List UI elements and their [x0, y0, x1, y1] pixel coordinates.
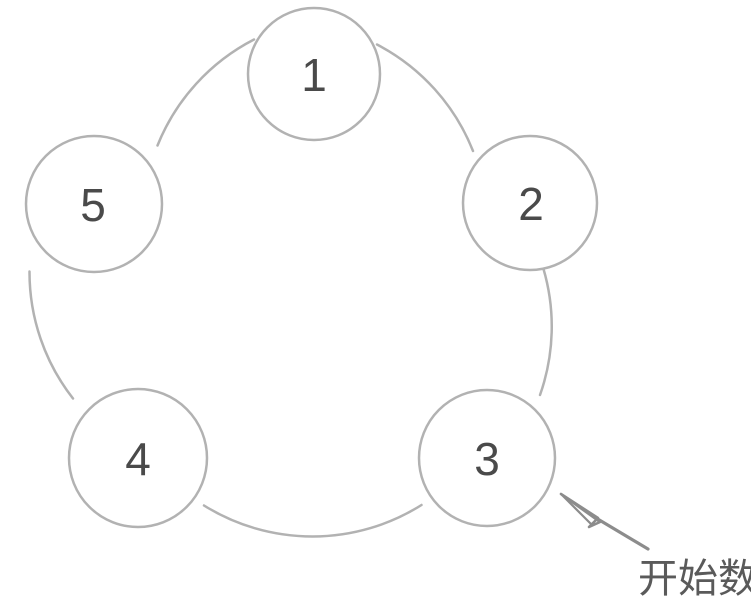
node-label-4: 4	[125, 433, 151, 485]
node-circle-4[interactable]	[67, 387, 209, 529]
node-group	[24, 6, 599, 529]
node-label-3: 3	[474, 433, 500, 485]
node-label-2: 2	[518, 178, 544, 230]
node-label-group: 1 2 3 4 5	[80, 49, 544, 485]
node-label-1: 1	[301, 49, 327, 101]
node-label-5: 5	[80, 179, 106, 231]
node-circle-2[interactable]	[461, 134, 599, 272]
edge-group	[28, 38, 554, 538]
node-circle-3[interactable]	[417, 388, 557, 528]
annotation-text: 开始数	[638, 556, 751, 602]
edge-5-1	[156, 38, 256, 147]
arrow-shaft	[594, 516, 650, 551]
edge-4-5	[28, 270, 75, 400]
annotation-arrow	[559, 492, 650, 551]
arrowhead-icon	[559, 492, 602, 529]
edge-2-3	[538, 267, 554, 397]
node-circle-5[interactable]	[24, 134, 164, 274]
edge-3-4	[202, 503, 423, 538]
edge-1-2	[375, 43, 475, 153]
arrowhead-inner-fold-icon	[559, 492, 594, 527]
node-circle-1[interactable]	[246, 6, 382, 142]
